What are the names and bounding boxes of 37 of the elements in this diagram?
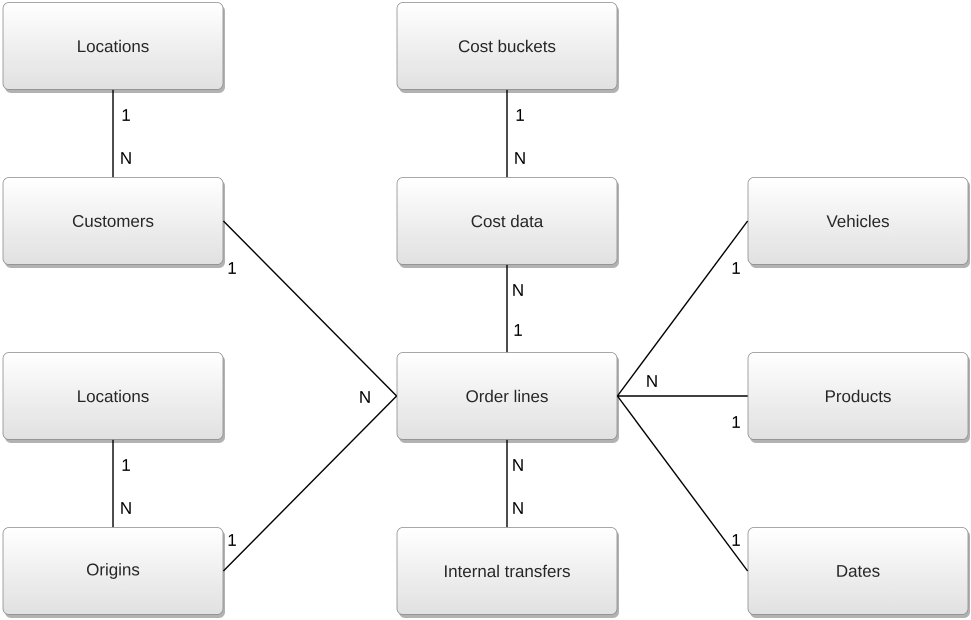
connector-line [112, 90, 114, 178]
cardinality-label: N [121, 152, 131, 164]
connector-line [506, 440, 508, 528]
cardinality-label: 1 [228, 262, 236, 274]
connector-line [222, 396, 398, 572]
cardinality-label: N [513, 284, 523, 296]
connector-line [506, 264, 508, 352]
connector-line [616, 396, 748, 572]
connector-line [617, 395, 748, 397]
cardinality-label: N [513, 459, 523, 471]
entity-box: Customers [2, 177, 224, 265]
cardinality-label: 1 [228, 534, 236, 546]
cardinality-label: 1 [514, 324, 522, 336]
cardinality-label: N [515, 152, 525, 164]
entity-box: Order lines [396, 352, 618, 440]
connector-line [616, 220, 748, 396]
entity-box: Origins [2, 527, 224, 615]
entity-box: Products [748, 352, 968, 440]
cardinality-label: 1 [122, 109, 130, 121]
cardinality-label: N [360, 391, 370, 403]
entity-box: Cost buckets [396, 2, 618, 90]
cardinality-label: 1 [732, 534, 740, 546]
entity-box: Dates [748, 527, 968, 615]
cardinality-label: 1 [516, 109, 524, 121]
entity-box: Locations [2, 2, 224, 90]
cardinality-label: 1 [122, 459, 130, 471]
cardinality-label: N [647, 375, 657, 387]
cardinality-label: 1 [732, 262, 740, 274]
cardinality-label: N [513, 502, 523, 514]
connector-line [112, 440, 114, 528]
connector-line [506, 90, 508, 178]
connector-line [222, 220, 398, 396]
entity-box: Internal transfers [396, 527, 618, 615]
entity-box: Vehicles [748, 177, 968, 265]
entity-box: Locations [2, 352, 224, 440]
cardinality-label: N [121, 502, 131, 514]
entity-box: Cost data [396, 177, 618, 265]
